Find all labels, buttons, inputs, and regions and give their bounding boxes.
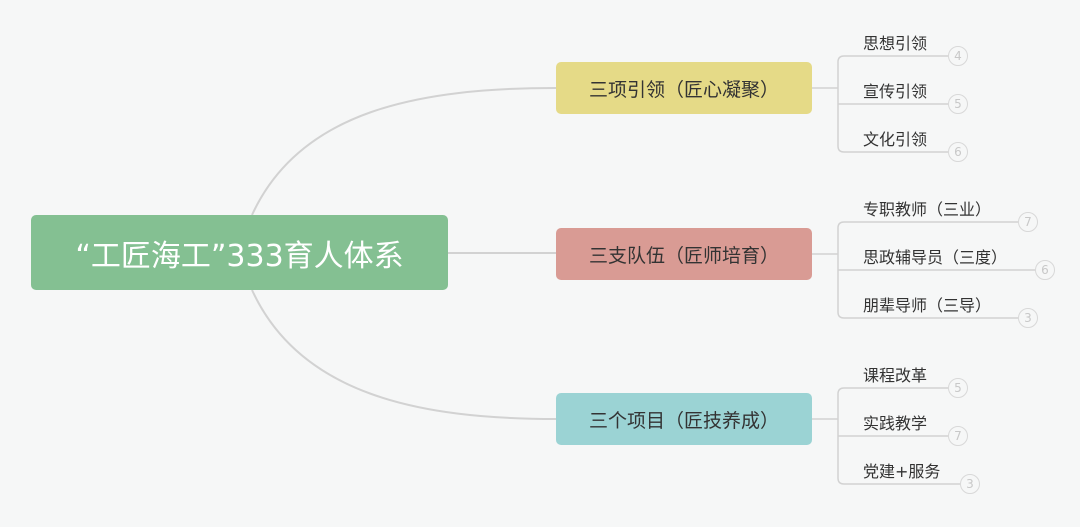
branch-label: 三个项目（匠技养成）: [588, 409, 779, 432]
bracket-branch2: [812, 221, 1035, 319]
leaf-node[interactable]: 思政辅导员（三度）: [863, 248, 1008, 267]
count-badge: 7: [948, 426, 968, 446]
bracket-branch1: [812, 55, 948, 153]
leaf-node[interactable]: 宣传引领: [863, 82, 928, 101]
count-badge: 7: [1018, 212, 1038, 232]
leaf-node[interactable]: 实践教学: [863, 414, 928, 433]
root-node[interactable]: “工匠海工”333育人体系: [31, 215, 448, 290]
branch-label: 三支队伍（匠师培育）: [588, 244, 779, 267]
connector-root-branch3: [251, 289, 557, 420]
branch-node-1[interactable]: 三项引领（匠心凝聚）: [556, 62, 812, 114]
count-badge: 4: [948, 46, 968, 66]
count-badge: 3: [960, 474, 980, 494]
leaf-node[interactable]: 文化引领: [863, 130, 928, 149]
leaf-node[interactable]: 课程改革: [863, 366, 928, 385]
leaf-node[interactable]: 专职教师（三业）: [863, 200, 992, 219]
count-badge: 6: [1035, 260, 1055, 280]
branch-label: 三项引领（匠心凝聚）: [588, 78, 779, 101]
count-badge: 3: [1018, 308, 1038, 328]
root-label: “工匠海工”333育人体系: [75, 238, 404, 274]
count-badge: 5: [948, 378, 968, 398]
branch-node-2[interactable]: 三支队伍（匠师培育）: [556, 228, 812, 280]
count-badge: 5: [948, 94, 968, 114]
leaf-node[interactable]: 朋辈导师（三导）: [863, 296, 992, 315]
leaf-node[interactable]: 党建+服务: [863, 462, 941, 481]
branch-node-3[interactable]: 三个项目（匠技养成）: [556, 393, 812, 445]
connector-root-branch1: [251, 87, 557, 216]
leaf-node[interactable]: 思想引领: [863, 34, 928, 53]
bracket-branch3: [812, 387, 960, 485]
count-badge: 6: [948, 142, 968, 162]
